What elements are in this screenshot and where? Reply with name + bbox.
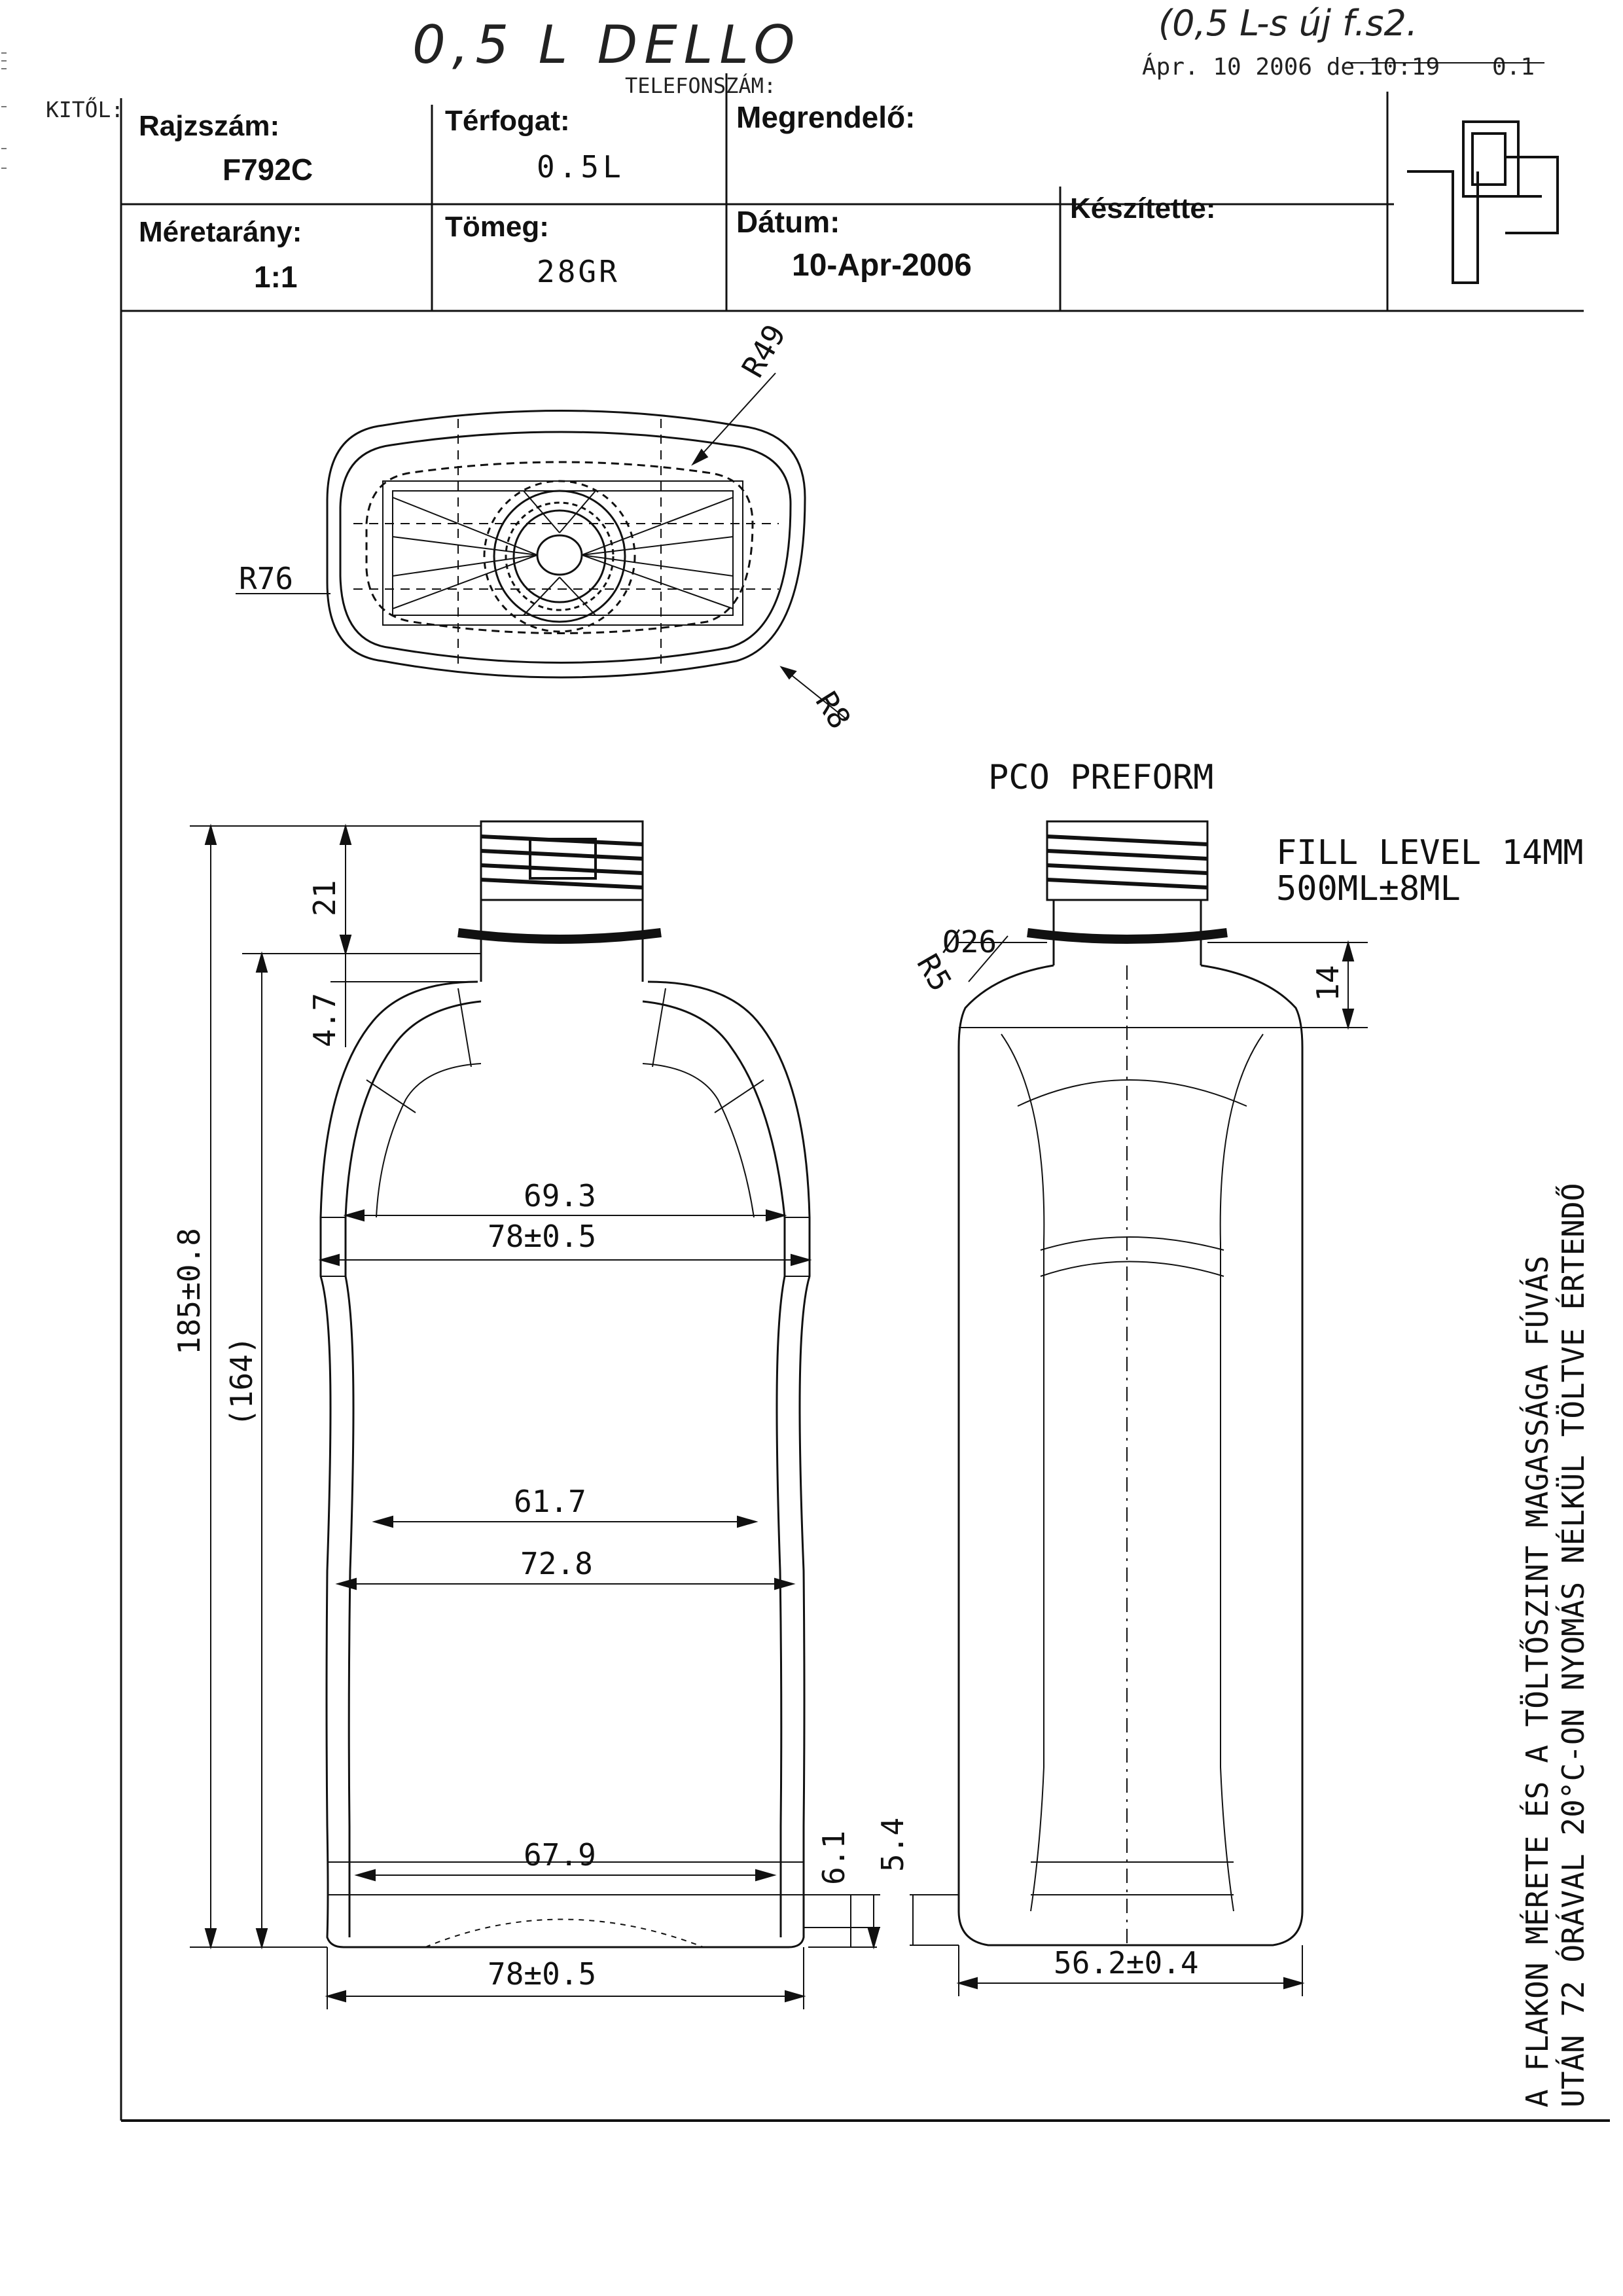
dim-78-upper-label: 78±0.5	[488, 1219, 596, 1254]
note-line-2: UTÁN 72 ÓRÁVAL 20°C-ON NYOMÁS NÉLKÜL TÖL…	[1556, 1183, 1591, 2108]
front-view-dimensions	[190, 823, 880, 2009]
dim-21-label: 21	[307, 880, 342, 916]
volume-value: 0.5L	[537, 149, 625, 185]
dim-14-label: 14	[1310, 965, 1346, 1001]
company-logo	[1407, 120, 1559, 284]
fax-from-label: KITŐL:	[46, 97, 124, 122]
top-view-labels: R49 R76 R8	[239, 319, 858, 735]
diameter-26-label: Ø26	[942, 924, 997, 960]
fax-timestamp: Ápr. 10 2006 de.10:19	[1142, 54, 1440, 81]
scale-label: Méretarány:	[139, 216, 302, 248]
title-block-frame	[120, 62, 1610, 2122]
dim-4-7-label: 4.7	[307, 993, 342, 1047]
dim-6-1-label: 6.1	[816, 1831, 851, 1885]
dim-56-2-label: 56.2±0.4	[1054, 1945, 1199, 1981]
dim-61-7-label: 61.7	[514, 1484, 586, 1519]
radius-r8-label: R8	[809, 685, 858, 735]
mass-value: 28GR	[537, 254, 620, 289]
dim-164-label: (164)	[224, 1336, 259, 1427]
date-label: Dátum:	[736, 205, 840, 239]
dim-69-3-label: 69.3	[524, 1178, 596, 1213]
handwritten-title: 0,5 L DELLO	[412, 14, 802, 75]
side-view-labels: PCO PREFORM FILL LEVEL 14MM 500ML±8ML Ø2…	[910, 758, 1583, 1981]
radius-r76-label: R76	[239, 561, 293, 596]
fill-volume-label: 500ML±8ML	[1276, 869, 1461, 908]
dim-185-label: 185±0.8	[171, 1228, 207, 1355]
handwritten-right-note: (0,5 L-s új f.s2.	[1158, 3, 1418, 44]
dim-72-8-label: 72.8	[520, 1546, 593, 1581]
prepared-by-label: Készítette:	[1070, 192, 1216, 224]
top-view	[236, 372, 848, 721]
front-view-labels: 21 4.7 185±0.8 (164) 69.3 78±0.5 61.7 72…	[171, 880, 910, 1992]
fill-level-label: FILL LEVEL 14MM	[1276, 833, 1584, 872]
volume-label: Térfogat:	[445, 105, 570, 137]
front-view-bottle	[319, 820, 811, 1948]
preform-label: PCO PREFORM	[988, 758, 1213, 797]
dim-5-4-label: 5.4	[875, 1818, 910, 1872]
dim-78-bottom-label: 78±0.5	[488, 1956, 596, 1992]
side-view-dimensions	[910, 935, 1368, 1996]
date-value: 10-Apr-2006	[792, 248, 972, 283]
scale-value: 1:1	[254, 260, 298, 294]
note-block: A FLAKON MÉRETE ÉS A TÖLTŐSZINT MAGASSÁG…	[1520, 1183, 1591, 2108]
side-view-bottle	[957, 820, 1304, 1946]
fax-page-number: 0.1	[1492, 54, 1535, 81]
mass-label: Tömeg:	[445, 211, 549, 243]
drawing-number-label: Rajzszám:	[139, 110, 280, 142]
dim-67-9-label: 67.9	[524, 1837, 596, 1873]
drawing-number: F792C	[223, 152, 313, 187]
note-line-1: A FLAKON MÉRETE ÉS A TÖLTŐSZINT MAGASSÁG…	[1520, 1255, 1555, 2108]
fax-phone-label: TELEFONSZÁM:	[625, 73, 777, 98]
radius-r49-label: R49	[735, 319, 793, 384]
customer-label: Megrendelő:	[736, 100, 916, 134]
